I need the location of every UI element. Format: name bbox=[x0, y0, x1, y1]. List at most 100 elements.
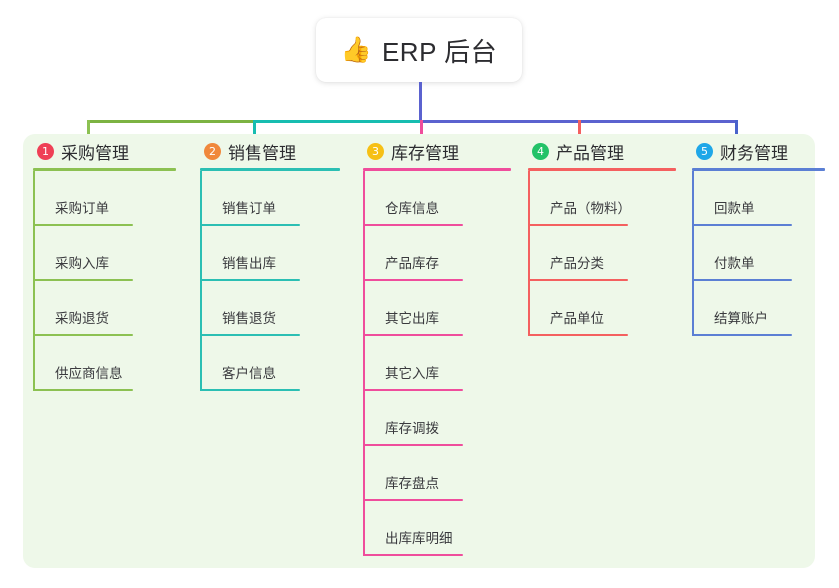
leaf-item[interactable]: 产品分类 bbox=[528, 226, 686, 281]
branch-header-4[interactable]: 4 产品管理 bbox=[518, 134, 686, 168]
branch-column-3: 3 库存管理仓库信息产品库存其它出库其它入库库存调拨库存盘点出库库明细 bbox=[353, 134, 521, 556]
branch-badge-5: 5 bbox=[696, 142, 713, 160]
root-node[interactable]: 👍 ERP 后台 bbox=[316, 18, 522, 82]
leaf-item-label: 产品单位 bbox=[550, 311, 604, 326]
leaf-item-rule bbox=[692, 279, 792, 281]
leaf-item-label: 产品分类 bbox=[550, 256, 604, 271]
branch-items-1: 采购订单采购入库采购退货供应商信息 bbox=[33, 171, 186, 391]
leaf-item[interactable]: 产品单位 bbox=[528, 281, 686, 336]
leaf-item-rule bbox=[528, 224, 628, 226]
branch-spine-4 bbox=[528, 171, 530, 336]
leaf-item-rule bbox=[363, 334, 463, 336]
leaf-item[interactable]: 出库库明细 bbox=[363, 501, 521, 556]
leaf-item-rule bbox=[363, 224, 463, 226]
leaf-item[interactable]: 结算账户 bbox=[692, 281, 835, 336]
leaf-item-rule bbox=[363, 499, 463, 501]
leaf-item-label: 库存盘点 bbox=[385, 476, 439, 491]
leaf-item-label: 其它入库 bbox=[385, 366, 439, 381]
branch-header-1[interactable]: 1 采购管理 bbox=[23, 134, 186, 168]
branch-items-2: 销售订单销售出库销售退货客户信息 bbox=[200, 171, 350, 391]
leaf-item-label: 采购订单 bbox=[55, 201, 109, 216]
branch-spine-1 bbox=[33, 171, 35, 391]
leaf-item-rule bbox=[363, 389, 463, 391]
branch-badge-3: 3 bbox=[367, 142, 384, 160]
branch-title-2: 销售管理 bbox=[228, 143, 296, 163]
branch-spine-3 bbox=[363, 171, 365, 556]
leaf-item-rule bbox=[363, 444, 463, 446]
leaf-item-rule bbox=[692, 334, 792, 336]
bus-segment-1 bbox=[87, 120, 256, 123]
branch-title-3: 库存管理 bbox=[391, 143, 459, 163]
branch-column-2: 2 销售管理销售订单销售出库销售退货客户信息 bbox=[190, 134, 350, 391]
branch-header-rule-1 bbox=[33, 168, 176, 171]
leaf-item[interactable]: 产品（物料） bbox=[528, 171, 686, 226]
leaf-item-rule bbox=[363, 279, 463, 281]
branch-header-2[interactable]: 2 销售管理 bbox=[190, 134, 350, 168]
leaf-item-label: 客户信息 bbox=[222, 366, 276, 381]
root-node-title: ERP 后台 bbox=[381, 36, 498, 67]
leaf-item-label: 产品（物料） bbox=[550, 201, 631, 216]
leaf-item-rule bbox=[33, 389, 133, 391]
leaf-item-rule bbox=[33, 224, 133, 226]
bus-segment-2 bbox=[253, 120, 423, 123]
root-trunk-connector bbox=[419, 82, 422, 123]
leaf-item[interactable]: 产品库存 bbox=[363, 226, 521, 281]
leaf-item[interactable]: 供应商信息 bbox=[33, 336, 186, 391]
leaf-item[interactable]: 销售退货 bbox=[200, 281, 350, 336]
thumbs-up-icon: 👍 bbox=[340, 35, 372, 64]
leaf-item[interactable]: 销售出库 bbox=[200, 226, 350, 281]
leaf-item-rule bbox=[363, 554, 463, 556]
branch-header-3[interactable]: 3 库存管理 bbox=[353, 134, 521, 168]
leaf-item-label: 产品库存 bbox=[385, 256, 439, 271]
leaf-item-rule bbox=[200, 224, 300, 226]
leaf-item-rule bbox=[200, 279, 300, 281]
leaf-item-rule bbox=[528, 279, 628, 281]
leaf-item[interactable]: 其它出库 bbox=[363, 281, 521, 336]
leaf-item[interactable]: 采购退货 bbox=[33, 281, 186, 336]
branch-header-rule-3 bbox=[363, 168, 511, 171]
leaf-item-label: 付款单 bbox=[714, 256, 755, 271]
branches-panel: 1 采购管理采购订单采购入库采购退货供应商信息 2 销售管理销售订单销售出库销售退货客… bbox=[23, 134, 825, 568]
leaf-item[interactable]: 回款单 bbox=[692, 171, 835, 226]
branch-spine-2 bbox=[200, 171, 202, 391]
leaf-item-label: 供应商信息 bbox=[55, 366, 123, 381]
leaf-item-rule bbox=[33, 334, 133, 336]
leaf-item[interactable]: 库存调拨 bbox=[363, 391, 521, 446]
leaf-item-rule bbox=[200, 334, 300, 336]
leaf-item[interactable]: 客户信息 bbox=[200, 336, 350, 391]
branch-badge-4: 4 bbox=[532, 142, 549, 160]
leaf-item-label: 销售出库 bbox=[222, 256, 276, 271]
leaf-item[interactable]: 其它入库 bbox=[363, 336, 521, 391]
leaf-item[interactable]: 仓库信息 bbox=[363, 171, 521, 226]
leaf-item[interactable]: 库存盘点 bbox=[363, 446, 521, 501]
leaf-item[interactable]: 采购入库 bbox=[33, 226, 186, 281]
branch-items-4: 产品（物料） 产品分类产品单位 bbox=[528, 171, 686, 336]
leaf-item-label: 其它出库 bbox=[385, 311, 439, 326]
leaf-item-label: 仓库信息 bbox=[385, 201, 439, 216]
leaf-item-label: 库存调拨 bbox=[385, 421, 439, 436]
leaf-item-label: 采购退货 bbox=[55, 311, 109, 326]
branch-header-rule-2 bbox=[200, 168, 340, 171]
leaf-item-label: 出库库明细 bbox=[385, 531, 453, 546]
branch-items-5: 回款单付款单结算账户 bbox=[692, 171, 835, 336]
branch-header-rule-4 bbox=[528, 168, 676, 171]
branch-title-4: 产品管理 bbox=[556, 143, 624, 163]
leaf-item-label: 销售退货 bbox=[222, 311, 276, 326]
leaf-item-label: 结算账户 bbox=[714, 311, 768, 326]
branch-column-4: 4 产品管理产品（物料） 产品分类产品单位 bbox=[518, 134, 686, 336]
branch-badge-2: 2 bbox=[204, 142, 221, 160]
leaf-item[interactable]: 销售订单 bbox=[200, 171, 350, 226]
leaf-item-rule bbox=[692, 224, 792, 226]
leaf-item[interactable]: 付款单 bbox=[692, 226, 835, 281]
leaf-item-label: 销售订单 bbox=[222, 201, 276, 216]
leaf-item-label: 回款单 bbox=[714, 201, 755, 216]
branch-spine-5 bbox=[692, 171, 694, 336]
branch-title-1: 采购管理 bbox=[61, 143, 129, 163]
branch-column-1: 1 采购管理采购订单采购入库采购退货供应商信息 bbox=[23, 134, 186, 391]
leaf-item[interactable]: 采购订单 bbox=[33, 171, 186, 226]
branch-header-rule-5 bbox=[692, 168, 825, 171]
branch-badge-1: 1 bbox=[37, 142, 54, 160]
